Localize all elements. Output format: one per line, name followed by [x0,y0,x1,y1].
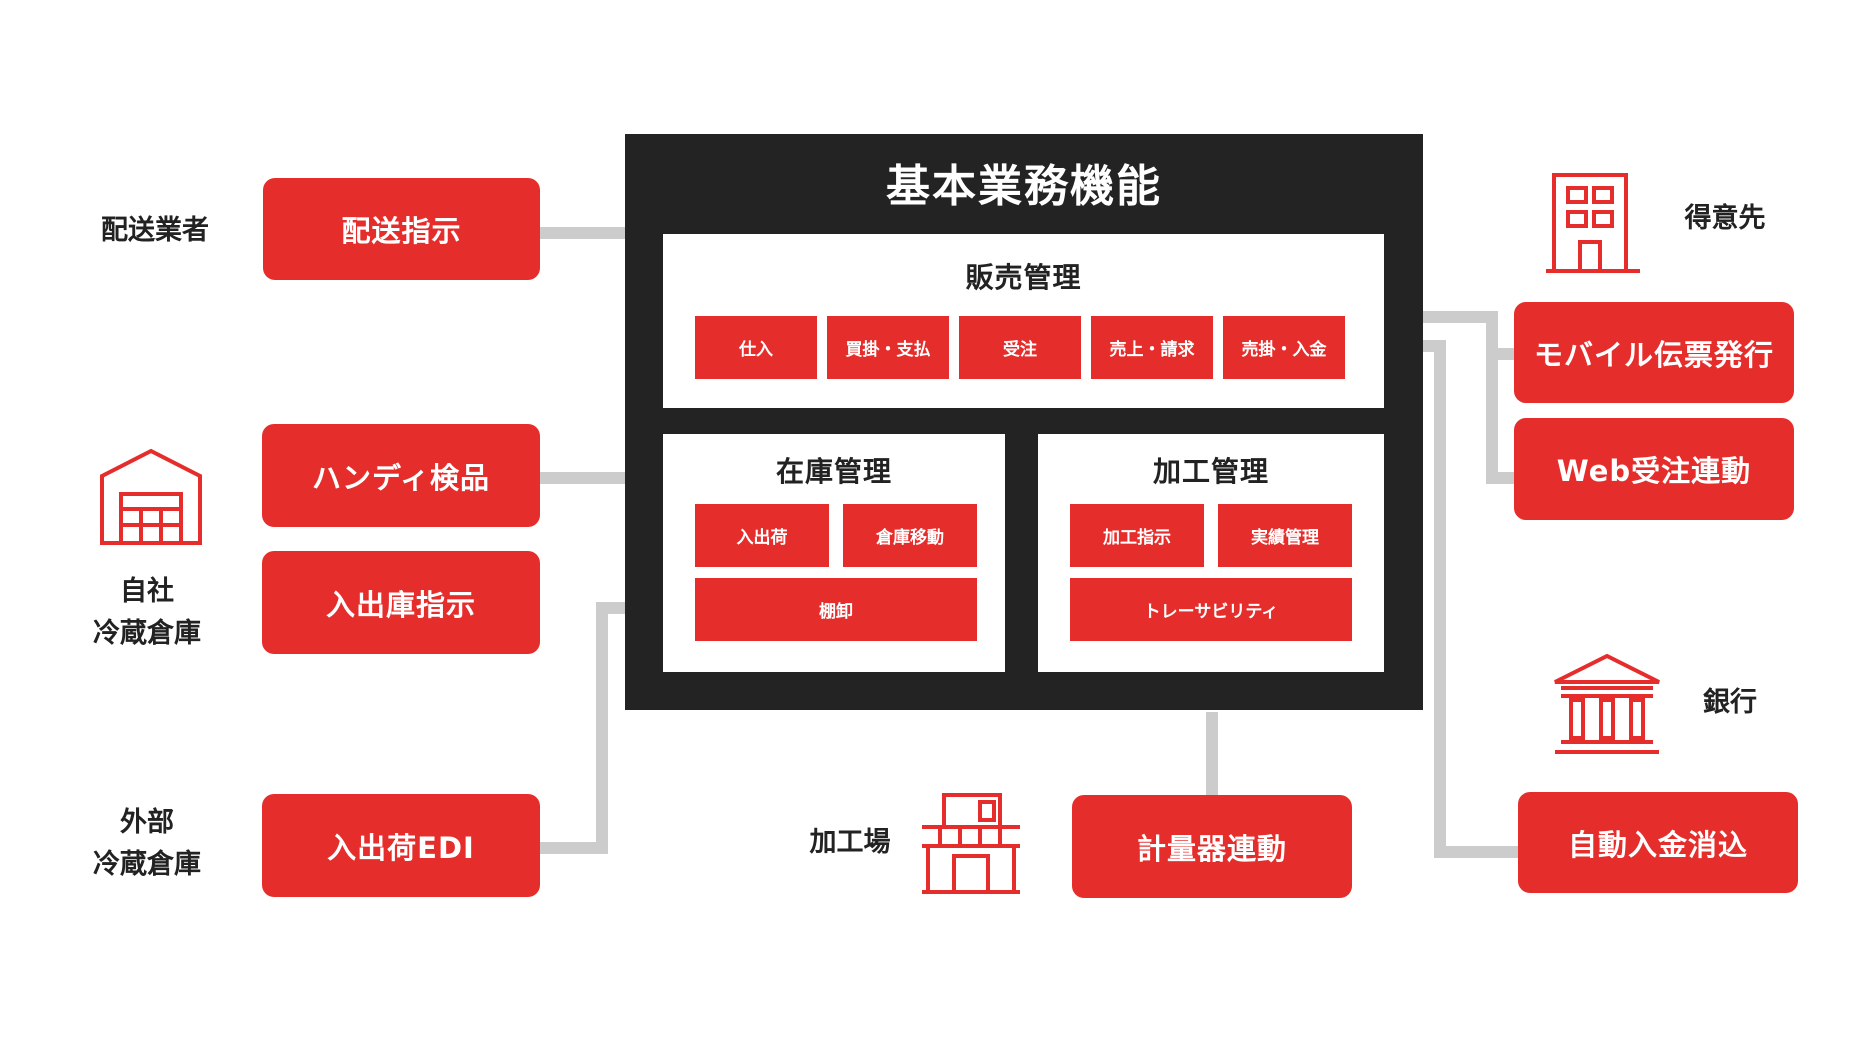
chip-results-management: 実績管理 [1218,504,1352,567]
box-inout-instruction: 入出庫指示 [262,551,540,654]
label-external-warehouse-line1: 外部 [120,807,174,838]
box-scale-integration: 計量器連動 [1072,795,1352,898]
chip-payables: 買掛・支払 [827,316,949,379]
processing-management-title: 加工管理 [1152,455,1269,488]
label-own-warehouse-line1: 自社 [120,576,174,607]
chip-purchasing: 仕入 [695,316,817,379]
box-mobile-slip-issuance: モバイル伝票発行 [1514,302,1794,403]
chip-traceability: トレーサビリティ [1070,578,1352,641]
label-own-warehouse-line2: 冷蔵倉庫 [93,618,201,649]
box-web-order-integration: Web受注連動 [1514,418,1794,520]
chip-orders: 受注 [959,316,1081,379]
box-auto-payment-clearing: 自動入金消込 [1518,792,1798,893]
label-delivery-company: 配送業者 [101,215,209,246]
office-building-icon [1546,173,1640,273]
chip-warehouse-transfer: 倉庫移動 [843,504,977,567]
box-delivery-instruction: 配送指示 [263,178,540,280]
box-shipping-edi: 入出荷EDI [262,794,540,897]
warehouse-icon [100,448,202,545]
box-handy-inspection: ハンディ検品 [262,424,540,527]
chip-stocktaking: 棚卸 [695,578,977,641]
chip-shipping-receiving: 入出荷 [695,504,829,567]
label-processing-plant: 加工場 [809,827,891,858]
chip-processing-instruction: 加工指示 [1070,504,1204,567]
factory-icon [922,793,1020,894]
processing-management-panel: 加工管理 加工指示 実績管理 トレーサビリティ [1038,434,1384,672]
bank-icon [1554,653,1660,754]
chip-sales-billing: 売上・請求 [1091,316,1213,379]
chip-receivables: 売掛・入金 [1223,316,1345,379]
connector-web-order [1486,354,1518,484]
sales-management-title: 販売管理 [965,261,1082,294]
label-bank: 銀行 [1703,687,1757,718]
connector-mobile-slip [1384,311,1518,360]
label-customer: 得意先 [1684,203,1766,234]
sales-management-panel: 販売管理 仕入 買掛・支払 受注 売上・請求 売掛・入金 [663,234,1384,408]
inventory-management-panel: 在庫管理 入出荷 倉庫移動 棚卸 [663,434,1005,672]
inventory-management-title: 在庫管理 [775,455,892,488]
core-title: 基本業務機能 [886,161,1162,212]
label-external-warehouse-line2: 冷蔵倉庫 [93,849,201,880]
